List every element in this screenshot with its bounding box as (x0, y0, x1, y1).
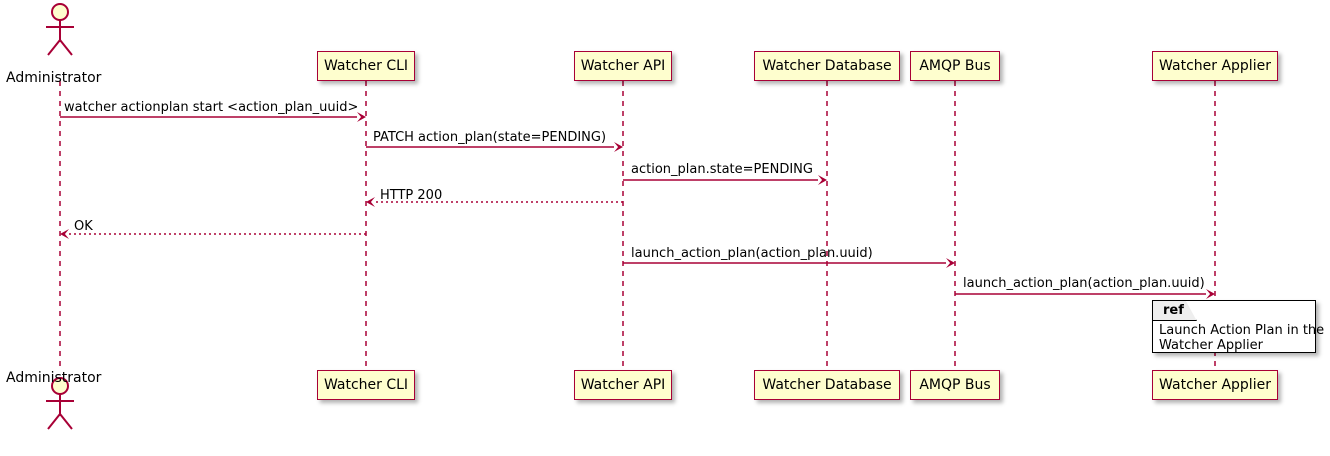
message-label-m2: PATCH action_plan(state=PENDING) (373, 130, 607, 145)
actor-label-administrator-bottom: Administrator (6, 370, 102, 386)
participant-label: Watcher API (580, 58, 666, 74)
actor-figures-group (46, 3, 74, 430)
message-arrowhead-m3 (818, 175, 827, 185)
ref-fragment-line: Watcher Applier (1159, 338, 1263, 353)
participant-watcher-api-top[interactable]: Watcher API (574, 51, 672, 81)
ref-fragment-line: Launch Action Plan in the (1159, 323, 1325, 338)
message-label-m6: launch_action_plan(action_plan.uuid) (631, 246, 873, 261)
message-label-m5: OK (74, 219, 93, 234)
participant-amqp-bus-bottom[interactable]: AMQP Bus (910, 370, 1000, 400)
ref-fragment-tag: ref (1153, 301, 1197, 321)
participant-label: Watcher API (580, 377, 666, 393)
participant-watcher-api-bottom[interactable]: Watcher API (574, 370, 672, 400)
message-arrowhead-m7 (1206, 289, 1215, 299)
participant-watcher-applier-top[interactable]: Watcher Applier (1152, 51, 1278, 81)
actor-legs (47, 38, 73, 56)
message-arrowhead-m6 (946, 258, 955, 268)
message-arrowhead-m4 (366, 197, 375, 207)
participant-watcher-database-top[interactable]: Watcher Database (754, 51, 900, 81)
participant-watcher-database-bottom[interactable]: Watcher Database (754, 370, 900, 400)
message-label-m1: watcher actionplan start <action_plan_uu… (64, 100, 359, 115)
actor-head (51, 3, 69, 21)
message-arrowhead-m2 (614, 142, 623, 152)
message-arrows-group (60, 112, 1215, 299)
actor-stick-figure-bottom (46, 377, 74, 430)
actor-stick-figure-top (46, 3, 74, 56)
participant-label: AMQP Bus (919, 377, 991, 393)
participant-watcher-cli-top[interactable]: Watcher CLI (317, 51, 415, 81)
participant-label: Watcher CLI (323, 58, 409, 74)
participant-label: AMQP Bus (919, 58, 991, 74)
participant-label: Watcher Applier (1159, 58, 1271, 74)
participant-watcher-applier-bottom[interactable]: Watcher Applier (1152, 370, 1278, 400)
participant-amqp-bus-top[interactable]: AMQP Bus (910, 51, 1000, 81)
lifelines-group (59, 81, 1216, 370)
participant-label: Watcher Database (762, 377, 892, 393)
message-arrowhead-m1 (357, 112, 366, 122)
message-label-m4: HTTP 200 (380, 188, 443, 203)
participant-watcher-cli-bottom[interactable]: Watcher CLI (317, 370, 415, 400)
participant-label: Watcher Database (762, 58, 892, 74)
message-arrowhead-m5 (60, 229, 69, 239)
actor-label-administrator-top: Administrator (6, 70, 102, 86)
message-label-m7: launch_action_plan(action_plan.uuid) (963, 276, 1205, 291)
participant-label: Watcher CLI (323, 377, 409, 393)
actor-legs (47, 412, 73, 430)
message-label-m3: action_plan.state=PENDING (631, 162, 813, 177)
participant-label: Watcher Applier (1159, 377, 1271, 393)
